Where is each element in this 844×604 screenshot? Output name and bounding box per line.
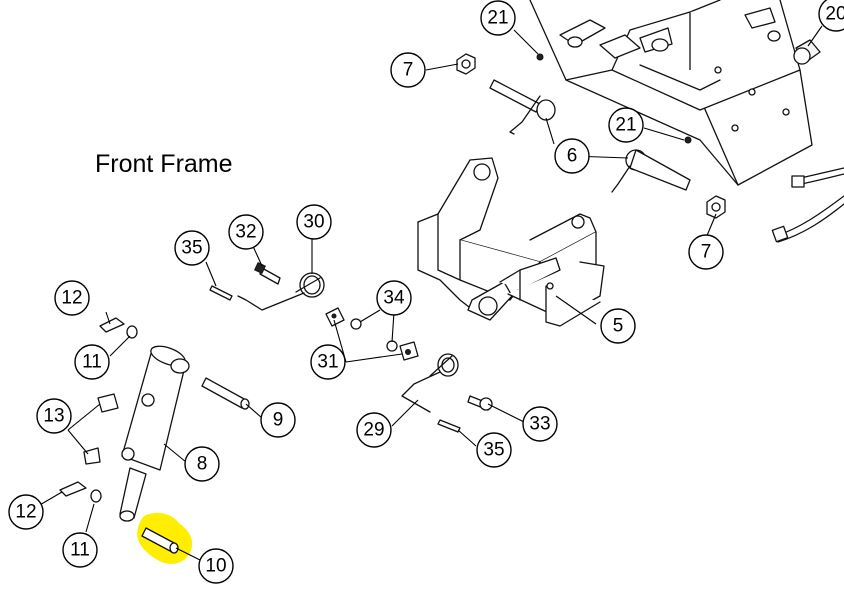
pin-6-lower bbox=[611, 149, 691, 193]
spring-29 bbox=[401, 353, 459, 413]
callout-label: 8 bbox=[197, 454, 208, 475]
bolt-33 bbox=[467, 395, 493, 411]
callout-label: 29 bbox=[363, 420, 384, 441]
washer-11-lower bbox=[90, 489, 102, 503]
roll-pin-35-lower bbox=[437, 419, 461, 433]
callout-label: 35 bbox=[181, 238, 202, 259]
callout-31: 31 bbox=[310, 344, 346, 380]
bolt-21-upper bbox=[536, 53, 544, 61]
upper-frame-assembly bbox=[529, 0, 844, 243]
spring-30 bbox=[237, 272, 325, 311]
callout-11-upper: 11 bbox=[74, 344, 110, 380]
front-frame-part-5 bbox=[417, 157, 605, 327]
washer-11-upper bbox=[126, 325, 138, 339]
clip-nut-31-lower bbox=[399, 341, 419, 361]
callout-13: 13 bbox=[36, 398, 72, 434]
callout-label: 35 bbox=[483, 440, 504, 461]
callout-label: 32 bbox=[235, 222, 256, 243]
callout-34: 34 bbox=[376, 280, 412, 316]
callout-21-upper: 21 bbox=[480, 0, 516, 36]
leader-lines bbox=[37, 25, 823, 561]
callout-12-upper: 12 bbox=[54, 280, 90, 316]
callout-30: 30 bbox=[296, 204, 332, 240]
callout-35-lower: 35 bbox=[476, 432, 512, 468]
callout-label: 5 bbox=[613, 316, 624, 337]
nut-7-upper bbox=[456, 53, 476, 75]
callout-label: 13 bbox=[43, 406, 64, 427]
callout-label: 21 bbox=[615, 115, 636, 136]
callout-label: 9 bbox=[273, 410, 284, 431]
callout-7-upper: 7 bbox=[390, 52, 426, 88]
callout-label: 20 bbox=[825, 4, 844, 25]
callout-35-upper: 35 bbox=[174, 230, 210, 266]
callout-label: 30 bbox=[303, 212, 324, 233]
callout-6: 6 bbox=[554, 138, 590, 174]
callout-label: 33 bbox=[529, 414, 550, 435]
callout-7-lower: 7 bbox=[688, 234, 724, 270]
callout-29: 29 bbox=[356, 412, 392, 448]
bolt-32 bbox=[254, 262, 281, 285]
callout-11-lower: 11 bbox=[62, 532, 98, 568]
callout-20: 20 bbox=[818, 0, 844, 32]
callout-label: 7 bbox=[701, 242, 712, 263]
pin-6-upper bbox=[489, 79, 556, 135]
washer-34-lower bbox=[386, 340, 398, 352]
callout-21-middle: 21 bbox=[608, 107, 644, 143]
fitting-13-lower bbox=[83, 447, 101, 465]
callout-label: 6 bbox=[567, 146, 578, 167]
pin-10 bbox=[141, 527, 179, 554]
pin-9 bbox=[201, 377, 250, 410]
callout-10: 10 bbox=[198, 548, 234, 584]
clip-nut-31-upper bbox=[325, 307, 345, 327]
callout-12-lower: 12 bbox=[8, 494, 44, 530]
roll-pin-35-upper bbox=[209, 285, 233, 301]
callout-label: 34 bbox=[383, 288, 405, 309]
callout-label: 21 bbox=[487, 8, 508, 29]
callout-9: 9 bbox=[260, 402, 296, 438]
washer-34-upper bbox=[350, 318, 362, 330]
callout-label: 10 bbox=[205, 556, 226, 577]
callout-32: 32 bbox=[228, 214, 264, 250]
callout-label: 12 bbox=[15, 502, 36, 523]
tube-part-8 bbox=[119, 345, 190, 522]
callout-label: 12 bbox=[61, 288, 82, 309]
callout-33: 33 bbox=[522, 406, 558, 442]
diagram-title: Front Frame bbox=[95, 150, 233, 178]
cotter-pin-12-upper bbox=[99, 317, 125, 333]
bolt-21-middle bbox=[684, 136, 692, 144]
callout-label: 31 bbox=[317, 352, 338, 373]
callout-label: 11 bbox=[82, 352, 102, 373]
callout-label: 7 bbox=[403, 60, 414, 81]
nut-7-lower bbox=[706, 195, 726, 219]
callout-label: 11 bbox=[70, 540, 90, 561]
callout-8: 8 bbox=[184, 446, 220, 482]
cotter-pin-12-lower bbox=[59, 481, 87, 497]
callout-5: 5 bbox=[600, 308, 636, 344]
fitting-13-upper bbox=[97, 393, 119, 413]
